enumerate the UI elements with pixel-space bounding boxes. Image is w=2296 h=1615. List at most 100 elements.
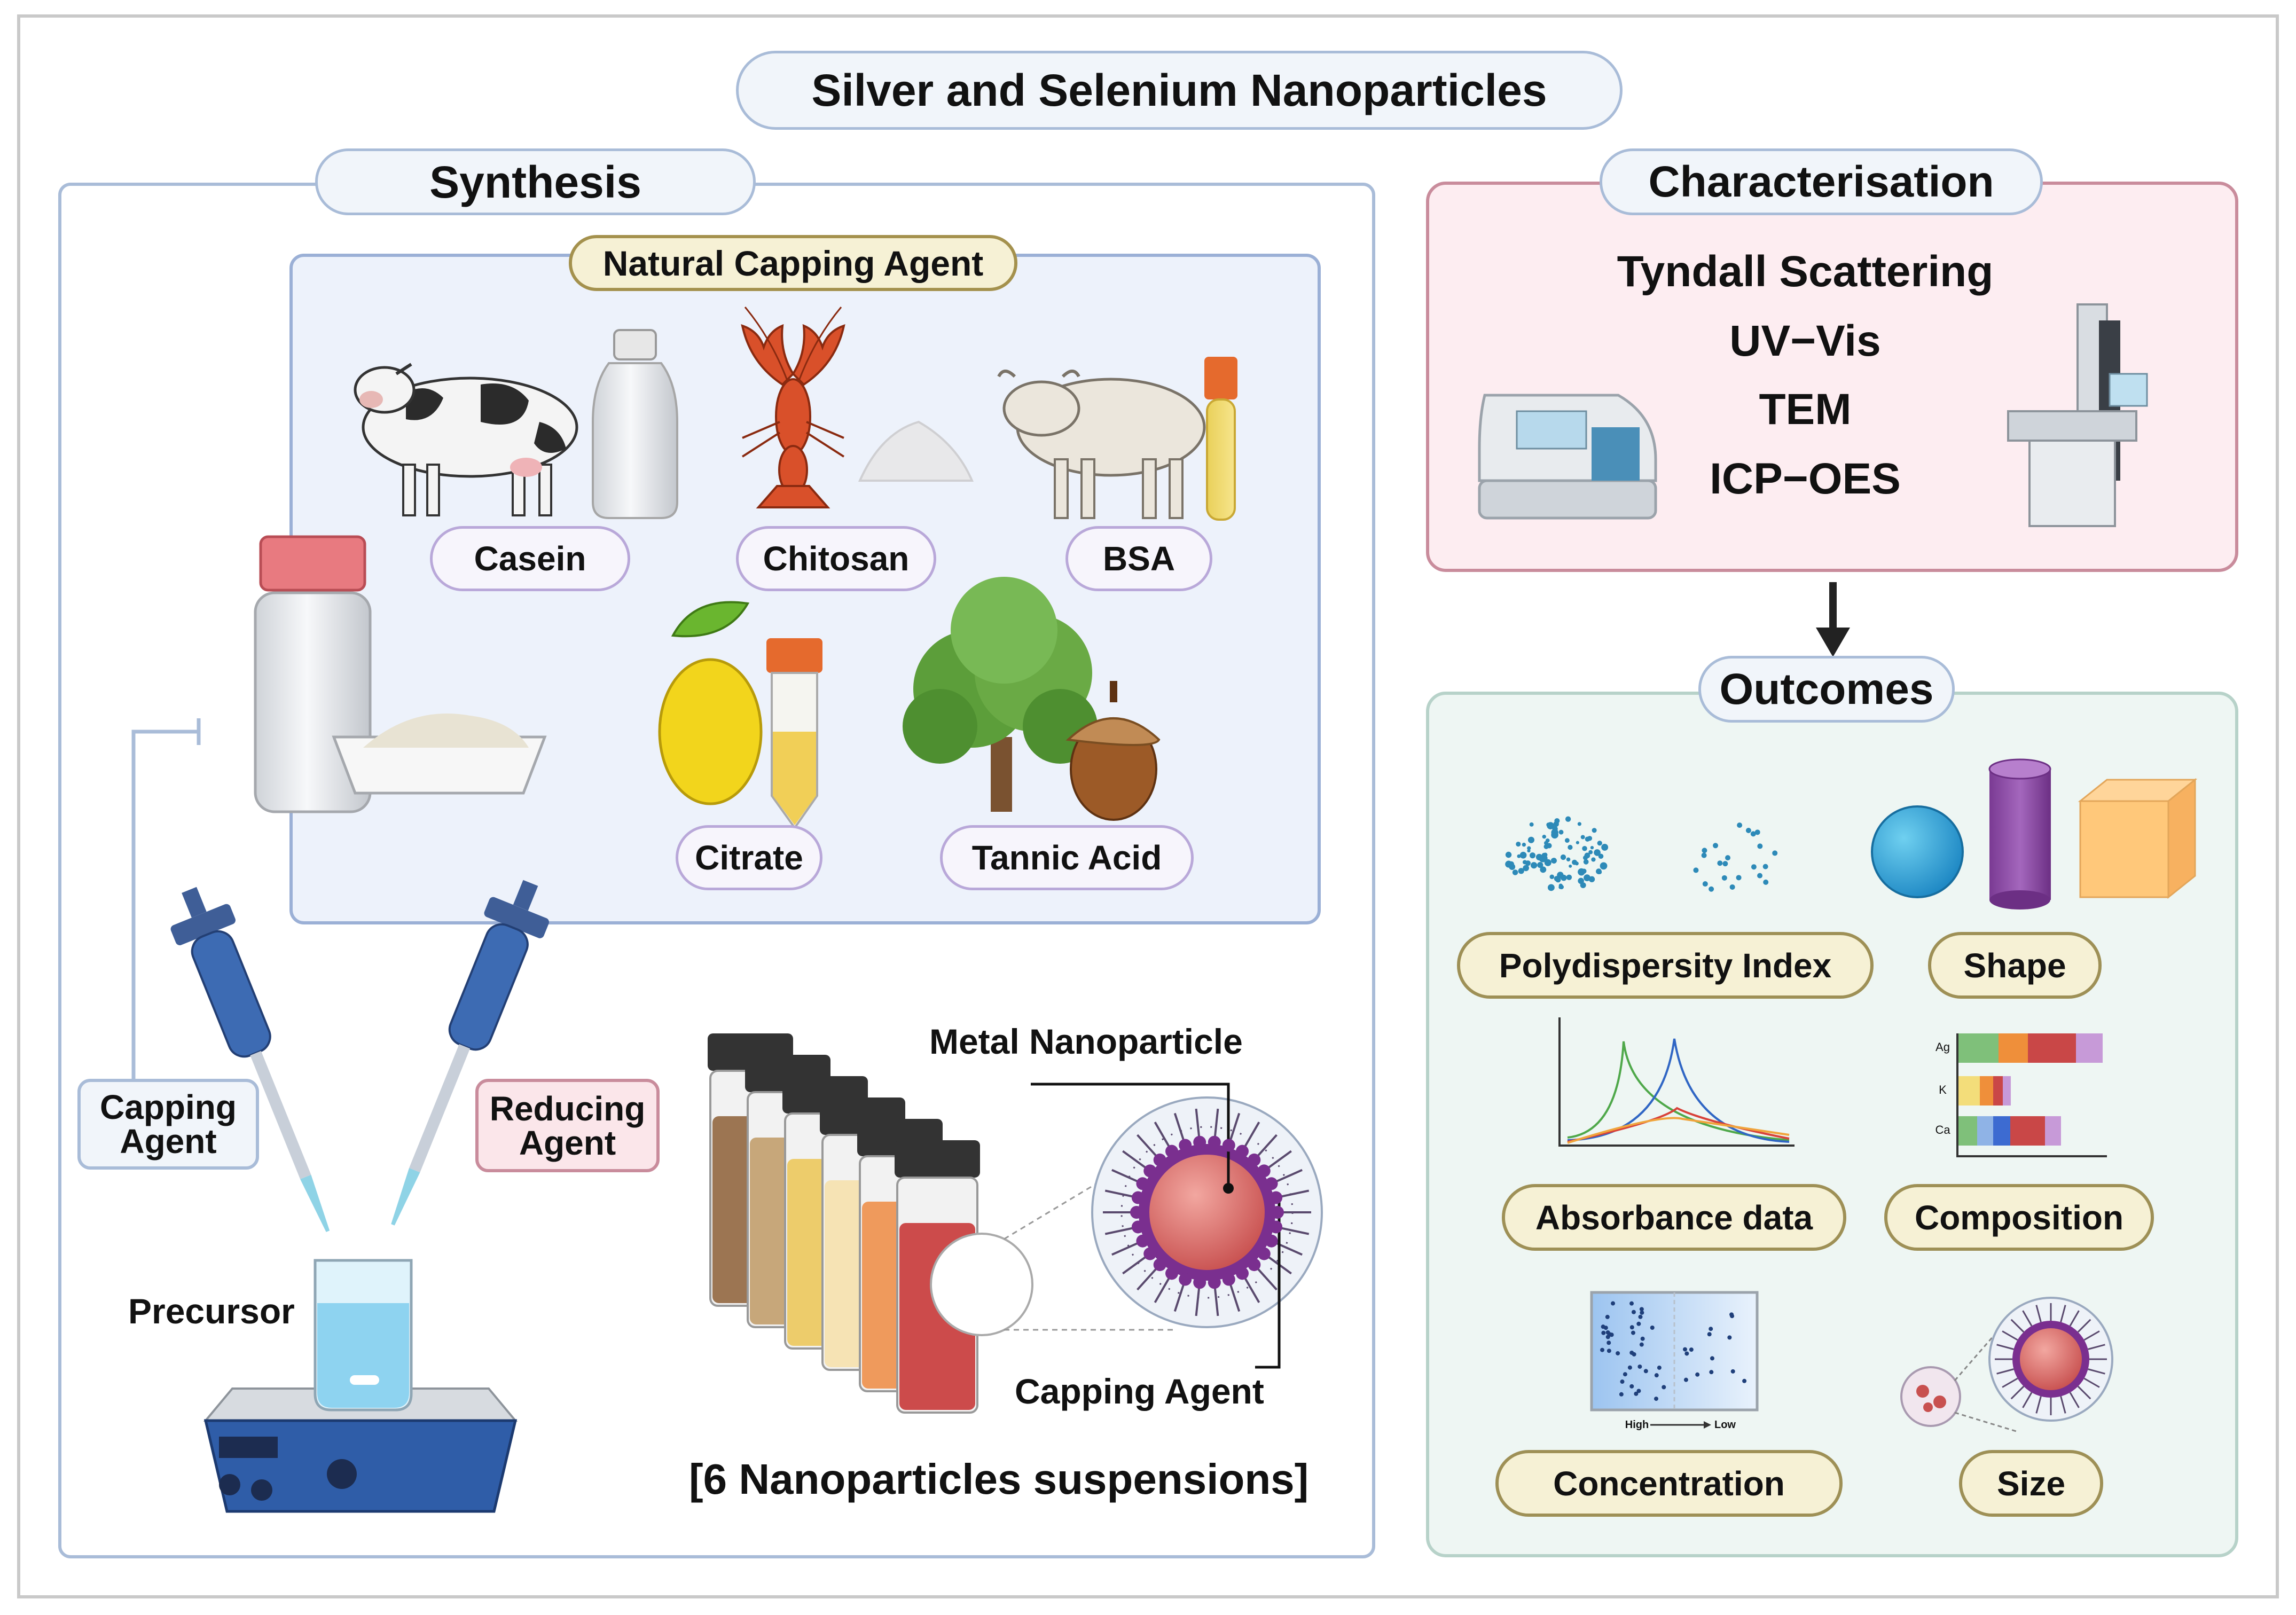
composition-label-ca: Ca: [1935, 1123, 1950, 1136]
concentration-dot-low: [1707, 1332, 1712, 1337]
pdi-dot-polydisperse: [1584, 852, 1590, 859]
pdi-dot-monodisperse: [1717, 860, 1723, 866]
concentration-dot-low: [1709, 1370, 1714, 1375]
pdi-dot-monodisperse: [1721, 875, 1727, 881]
pdi-dot-polydisperse: [1529, 852, 1536, 859]
concentration-dot-low: [1710, 1356, 1714, 1361]
concentration-dot-high: [1619, 1392, 1624, 1397]
pdi-dot-polydisperse: [1566, 874, 1572, 881]
concentration-dot-low: [1709, 1327, 1713, 1331]
oak-tree-icon: [903, 577, 1098, 812]
pdi-dot-polydisperse: [1598, 853, 1604, 859]
concentration-dot-high: [1643, 1369, 1648, 1374]
concentration-dot-high: [1638, 1314, 1643, 1319]
pdi-dot-monodisperse: [1702, 848, 1707, 853]
pdi-dot-polydisperse: [1519, 851, 1527, 859]
size-ligand: [2035, 1305, 2042, 1322]
agent-pill-chitosan: Chitosan: [736, 526, 936, 591]
milk-bottle-icon: [592, 329, 678, 519]
spectrophotometer-icon: [1478, 394, 1657, 520]
concentration-dot-high: [1607, 1340, 1611, 1345]
concentration-dot-high: [1634, 1391, 1639, 1396]
capping-head: [1131, 1191, 1145, 1204]
size-ligand: [2083, 1330, 2100, 1341]
lobster-icon: [741, 307, 845, 508]
capping-head: [1222, 1273, 1235, 1286]
pdi-dot-monodisperse: [1725, 855, 1731, 861]
pdi-dot-monodisperse: [1701, 852, 1707, 858]
metal-nanoparticle-label: Metal Nanoparticle: [929, 1022, 1243, 1061]
pdi-dot-polydisperse: [1565, 838, 1570, 843]
capping-head: [1143, 1164, 1157, 1178]
capping-head: [1136, 1234, 1149, 1248]
pdi-dot-polydisperse: [1565, 816, 1571, 822]
citrate-tube-icon: [766, 638, 822, 830]
precursor-label: Precursor: [128, 1291, 295, 1331]
concentration-dot-high: [1620, 1379, 1625, 1384]
concentration-dot-high: [1631, 1310, 1636, 1314]
concentration-dot-high: [1631, 1330, 1635, 1335]
concentration-label-high: High: [1625, 1419, 1649, 1431]
characterisation-header: Characterisation: [1600, 148, 2043, 215]
pdi-dot-polydisperse: [1591, 857, 1596, 862]
pdi-dot-polydisperse: [1505, 851, 1512, 858]
powder-pile-icon: [858, 420, 974, 482]
pdi-dot-polydisperse: [1601, 844, 1609, 851]
pdi-dot-polydisperse: [1576, 841, 1579, 844]
pdi-dot-polydisperse: [1574, 861, 1579, 866]
pdi-dot-polydisperse: [1580, 835, 1585, 840]
pdi-dot-polydisperse: [1530, 862, 1538, 869]
pdi-dot-monodisperse: [1702, 881, 1708, 887]
pdi-dot-polydisperse: [1547, 822, 1554, 829]
pdi-dot-polydisperse: [1517, 854, 1521, 858]
size-ligand: [2077, 1319, 2091, 1333]
concentration-dot-high: [1637, 1364, 1642, 1369]
size-ligand: [2077, 1385, 2091, 1400]
pdi-dot-polydisperse: [1525, 860, 1531, 866]
cow-icon: [354, 363, 578, 516]
capping-head: [1208, 1135, 1221, 1149]
capping-agent-bottle-icon: [254, 535, 547, 813]
pdi-dot-polydisperse: [1512, 869, 1518, 875]
capping-head: [1130, 1206, 1143, 1219]
pdi-dot-polydisperse: [1582, 845, 1587, 851]
pdi-dot-polydisperse: [1559, 884, 1564, 890]
capping-head: [1236, 1267, 1249, 1280]
concentration-dot-high: [1654, 1373, 1659, 1378]
composition-bars: [1956, 1033, 2107, 1157]
capping-head: [1193, 1135, 1206, 1149]
acorn-icon: [1065, 681, 1161, 821]
pdi-dot-polydisperse: [1523, 865, 1529, 872]
pdi-dot-polydisperse: [1569, 864, 1572, 868]
capping-head: [1236, 1144, 1249, 1158]
cylinder-icon: [1988, 758, 2051, 910]
concentration-dot-high: [1639, 1342, 1644, 1347]
pdi-dot-monodisperse: [1754, 829, 1760, 835]
pdi-dot-polydisperse: [1587, 836, 1593, 841]
concentration-dot-high: [1657, 1365, 1662, 1370]
pdi-dot-monodisperse: [1713, 843, 1719, 849]
pdi-dot-polydisperse: [1592, 828, 1597, 833]
concentration-dot-high: [1601, 1330, 1606, 1335]
pdi-dot-polydisperse: [1554, 876, 1560, 882]
capping-head: [1179, 1273, 1192, 1286]
outcome-concentration: Concentration: [1495, 1450, 1843, 1517]
pdi-dot-monodisperse: [1762, 864, 1768, 869]
size-ligand: [2060, 1396, 2066, 1414]
concentration-dot-high: [1640, 1336, 1645, 1341]
np-capping-agent-label: Capping Agent: [1015, 1371, 1264, 1411]
pdi-dot-polydisperse: [1558, 829, 1564, 835]
concentration-dot-low: [1742, 1378, 1747, 1383]
size-ligand: [2002, 1330, 2018, 1341]
outcomes-header: Outcomes: [1698, 656, 1955, 723]
concentration-dot-low: [1730, 1314, 1735, 1319]
size-ligand: [2088, 1344, 2105, 1350]
pdi-dot-polydisperse: [1518, 868, 1524, 874]
electron-microscope-icon: [2007, 303, 2148, 527]
outcome-polydispersity-index: Polydispersity Index: [1457, 932, 1874, 999]
pdi-dot-monodisperse: [1722, 861, 1728, 867]
pdi-dot-polydisperse: [1549, 874, 1555, 880]
pdi-dot-monodisperse: [1763, 879, 1769, 885]
reducing-agent-box: Reducing Agent: [475, 1079, 660, 1172]
